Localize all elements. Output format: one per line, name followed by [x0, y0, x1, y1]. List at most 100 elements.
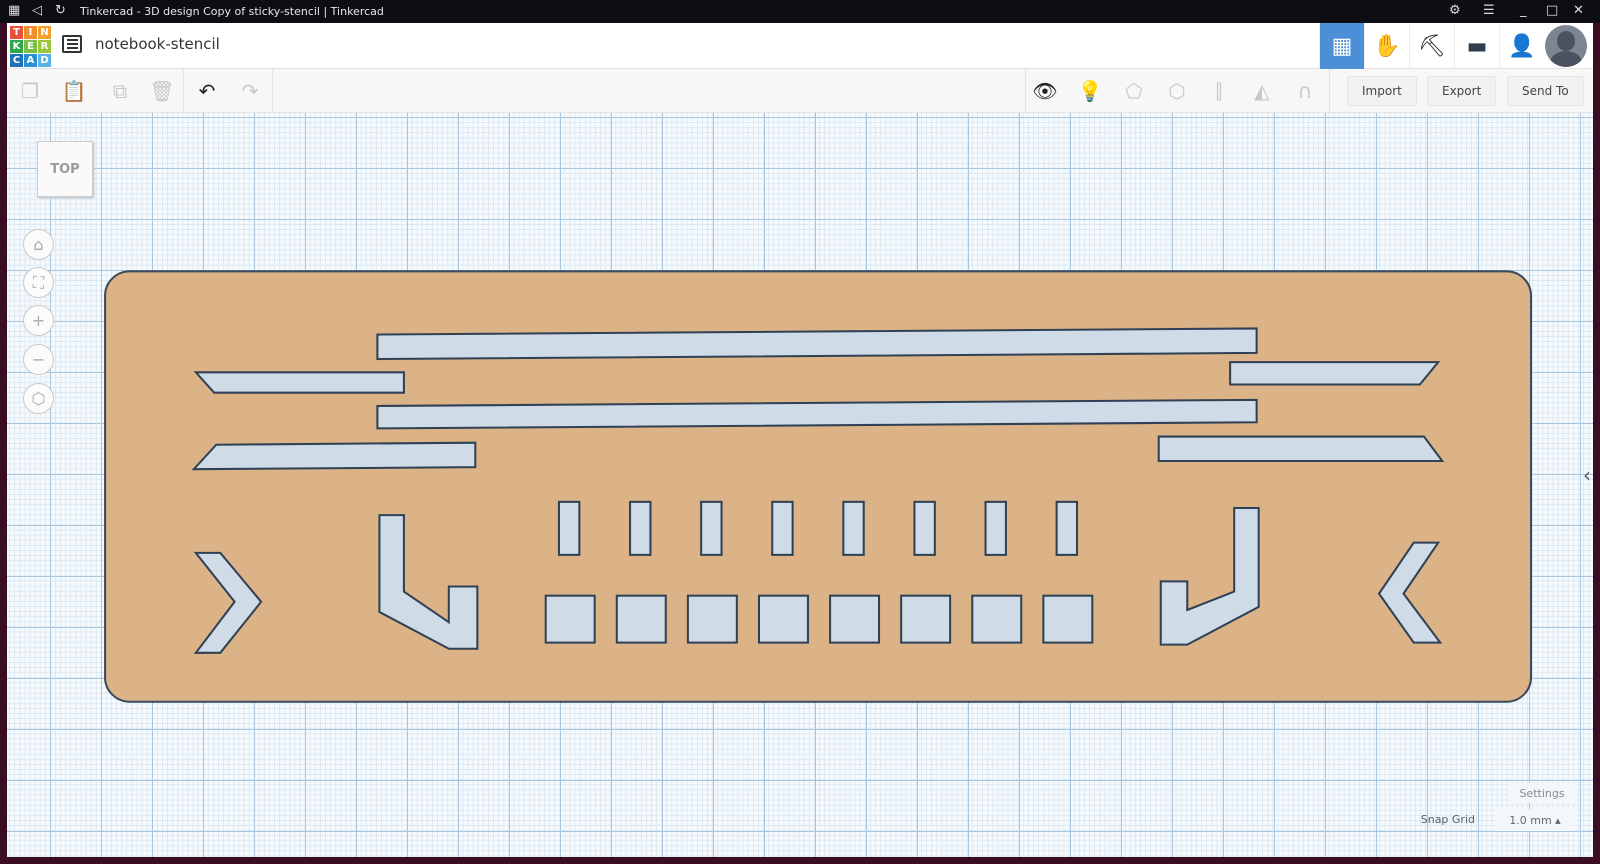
- square-hole: [757, 594, 809, 644]
- magnet-icon: ∩: [1297, 79, 1313, 103]
- fit-view-button[interactable]: ⛶: [23, 267, 54, 298]
- close-icon[interactable]: ✕: [1573, 3, 1584, 18]
- small-slot-hole: [557, 500, 581, 556]
- chevron-right-hole: [193, 551, 263, 654]
- duplicate-button[interactable]: ⧉: [105, 77, 135, 105]
- home-icon: ⌂: [33, 235, 44, 254]
- back-icon[interactable]: ◁: [32, 3, 42, 18]
- mirror-icon: ◭: [1254, 79, 1270, 103]
- invite-user-button[interactable]: 👤: [1499, 23, 1544, 69]
- paste-button[interactable]: 📋: [59, 77, 89, 105]
- show-all-button[interactable]: 👁: [1030, 77, 1060, 105]
- logo-letter: I: [24, 26, 37, 39]
- perspective-button[interactable]: ⬡: [23, 383, 54, 414]
- ungroup-icon: ⬡: [1168, 79, 1186, 103]
- ungroup-button[interactable]: ⬡: [1162, 77, 1192, 105]
- snap-grid-label: Snap Grid: [1420, 813, 1475, 826]
- view-cube[interactable]: TOP: [37, 141, 93, 197]
- window-titlebar: ▦ ◁ ↻ Tinkercad - 3D design Copy of stic…: [0, 0, 1600, 23]
- plus-icon: +: [31, 311, 46, 330]
- group-button[interactable]: ⬠: [1119, 77, 1149, 105]
- 3d-design-view-button[interactable]: ▦: [1319, 23, 1364, 69]
- undo-icon: ↶: [198, 79, 216, 103]
- logo-letter: R: [38, 40, 51, 53]
- design-menu-icon[interactable]: [62, 35, 82, 53]
- logo-letter: T: [10, 26, 23, 39]
- grid-icon: ▦: [1331, 33, 1353, 59]
- zoom-out-button[interactable]: −: [23, 344, 54, 375]
- align-icon: ⫿: [1215, 79, 1223, 103]
- eye-icon: 👁: [1032, 79, 1058, 103]
- logo-letter: N: [38, 26, 51, 39]
- slot-hole: [1229, 361, 1441, 386]
- mirror-button[interactable]: ◭: [1247, 77, 1277, 105]
- import-button[interactable]: Import: [1347, 76, 1417, 106]
- small-slot-hole: [629, 500, 652, 556]
- toolbar: ❐ 📋 ⧉ 🗑 ↶ ↷ 👁 💡 ⬠ ⬡ ⫿ ◭ ∩ Import Export …: [7, 69, 1593, 113]
- extensions-icon[interactable]: ⚙: [1449, 3, 1461, 18]
- redo-button[interactable]: ↷: [235, 77, 265, 105]
- blocks-view-button[interactable]: ✋: [1364, 23, 1409, 69]
- workplane-canvas[interactable]: TOP ⌂ ⛶ + − ⬡ ‹ Settings Snap Grid 1.0 m…: [7, 113, 1593, 857]
- copy-icon: ❐: [21, 79, 39, 103]
- notes-button[interactable]: 💡: [1075, 77, 1105, 105]
- hook-right-hole: [1159, 506, 1260, 646]
- group-icon: ⬠: [1125, 79, 1143, 103]
- hand-icon: ✋: [1373, 33, 1401, 59]
- app-icon: ▦: [8, 3, 21, 18]
- duplicate-icon: ⧉: [112, 79, 128, 103]
- cruise-button[interactable]: ∩: [1290, 77, 1320, 105]
- hamburger-icon[interactable]: ☰: [1483, 3, 1495, 18]
- delete-button[interactable]: 🗑: [147, 77, 177, 105]
- small-slot-hole: [771, 500, 794, 556]
- chevron-left-hole: [1377, 541, 1443, 644]
- square-hole: [1042, 594, 1094, 644]
- slot-hole: [1157, 435, 1445, 463]
- export-button[interactable]: Export: [1427, 76, 1497, 106]
- align-button[interactable]: ⫿: [1204, 77, 1234, 105]
- small-slot-hole: [700, 500, 723, 556]
- maximize-icon[interactable]: □: [1546, 3, 1559, 18]
- slot-hole: [376, 327, 1258, 361]
- reload-icon[interactable]: ↻: [55, 3, 66, 18]
- settings-button[interactable]: Settings: [1509, 783, 1575, 803]
- undo-button[interactable]: ↶: [192, 77, 222, 105]
- bricks-view-button[interactable]: ⛏: [1409, 23, 1454, 69]
- add-user-icon: 👤: [1508, 33, 1536, 59]
- collapse-panel-icon[interactable]: ‹: [1583, 463, 1591, 487]
- cube-icon: ⬡: [31, 389, 46, 408]
- avatar[interactable]: [1545, 25, 1587, 67]
- square-hole: [544, 594, 596, 644]
- lego-view-button[interactable]: ▬: [1454, 23, 1499, 69]
- logo-letter: E: [24, 40, 37, 53]
- small-slot-hole: [842, 500, 865, 556]
- zoom-in-button[interactable]: +: [23, 305, 54, 336]
- logo-letter: K: [10, 40, 23, 53]
- minimize-icon[interactable]: _: [1520, 3, 1527, 18]
- clipboard-icon: 📋: [61, 79, 87, 103]
- hook-left-hole: [378, 514, 479, 650]
- logo-letter: D: [38, 54, 51, 67]
- square-hole: [900, 594, 952, 644]
- logo-letter: C: [10, 54, 23, 67]
- square-hole: [686, 594, 738, 644]
- snap-grid-select[interactable]: 1.0 mm ▴: [1495, 809, 1575, 831]
- square-hole: [971, 594, 1023, 644]
- square-hole: [829, 594, 881, 644]
- fit-icon: ⛶: [32, 272, 45, 292]
- window-title: Tinkercad - 3D design Copy of sticky-ste…: [80, 5, 384, 18]
- brick-icon: ▬: [1466, 33, 1488, 59]
- copy-button[interactable]: ❐: [15, 77, 45, 105]
- small-slot-hole: [984, 500, 1007, 556]
- stencil-model[interactable]: [7, 113, 1593, 857]
- send-to-button[interactable]: Send To: [1507, 76, 1584, 106]
- redo-icon: ↷: [241, 79, 259, 103]
- design-title[interactable]: notebook-stencil: [95, 35, 220, 53]
- logo-letter: A: [24, 54, 37, 67]
- slot-hole: [376, 398, 1258, 430]
- home-view-button[interactable]: ⌂: [23, 229, 54, 260]
- small-slot-hole: [913, 500, 936, 556]
